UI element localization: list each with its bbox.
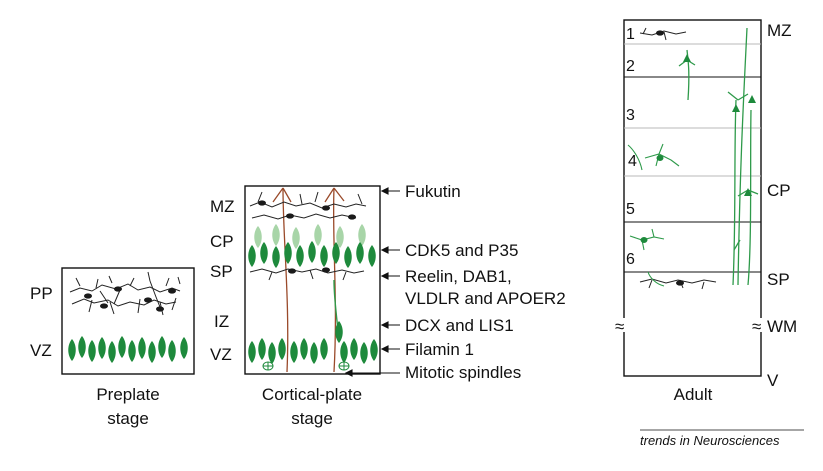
adult-interneuron-somata [640, 155, 664, 243]
marker-dcx: DCX and LIS1 [405, 316, 514, 335]
radial-glia-fibers [272, 187, 345, 373]
adult-label-wm: WM [767, 317, 797, 336]
adult-sp-green-fiber [647, 271, 665, 287]
cortical-layer-cp: CP [210, 232, 234, 251]
mitotic-spindles [262, 361, 350, 371]
marker-cdk5: CDK5 and P35 [405, 241, 518, 260]
adult-label-sp: SP [767, 270, 790, 289]
mz-cell-bodies [258, 200, 356, 220]
adult-frame [623, 19, 762, 377]
cortical-caption-line1: Cortical-plate [262, 385, 362, 404]
adult-label-v: V [767, 371, 779, 390]
cortical-layer-mz: MZ [210, 197, 235, 216]
adult-layer-lines [624, 43, 761, 177]
cortical-vz-cells [248, 338, 378, 364]
sp-cell-bodies [288, 267, 330, 274]
adult-panel: 1 2 3 4 5 6 MZ CP SP WM V ≈ ≈ Adult [615, 19, 797, 404]
adult-layer-5: 5 [626, 201, 635, 218]
adult-label-cp: CP [767, 181, 791, 200]
wm-break-left: ≈ [615, 317, 624, 336]
adult-layer-4: 4 [628, 153, 637, 170]
marker-mitotic: Mitotic spindles [405, 363, 521, 382]
adult-pyramidal-somata [683, 54, 756, 196]
preplate-caption-line1: Preplate [96, 385, 159, 404]
preplate-caption-line2: stage [107, 409, 149, 428]
preplate-cell-bodies [84, 286, 176, 312]
marker-fukutin: Fukutin [405, 182, 461, 201]
adult-sp-soma [676, 280, 684, 286]
wm-break-right: ≈ [752, 317, 761, 336]
iz-migrating-neuron [333, 279, 343, 343]
preplate-frame [61, 267, 195, 375]
preplate-layer-pp: PP [30, 284, 53, 303]
wm-break [618, 318, 768, 332]
adult-label-mz: MZ [767, 21, 792, 40]
cortical-layer-vz: VZ [210, 345, 232, 364]
preplate-vz-cells [68, 336, 188, 363]
sp-axons [249, 268, 365, 281]
preplate-layer-vz: VZ [30, 341, 52, 360]
adult-layer-2: 2 [626, 58, 635, 75]
cp-dark-cells [248, 241, 376, 268]
marker-filamin: Filamin 1 [405, 340, 474, 359]
cortical-layer-iz: IZ [214, 312, 229, 331]
adult-layer-3: 3 [626, 107, 635, 124]
adult-pyramidal-neurons [678, 27, 759, 286]
marker-reelin-line1: Reelin, DAB1, [405, 267, 512, 286]
cortical-frame [244, 185, 381, 375]
cortical-caption-line2: stage [291, 409, 333, 428]
adult-mz-axon [639, 27, 687, 41]
cortical-layer-sp: SP [210, 262, 233, 281]
journal-credit: trends in Neurosciences [640, 433, 780, 448]
adult-caption: Adult [674, 385, 713, 404]
marker-arrows [344, 187, 400, 377]
cortical-plate-panel: MZ CP SP IZ VZ Fukutin CDK5 and P35 Reel… [210, 182, 566, 428]
preplate-panel: PP VZ Preplate stage [30, 267, 195, 428]
mz-axons [249, 191, 367, 220]
adult-mz-soma [656, 30, 664, 36]
preplate-neurons [69, 271, 181, 316]
adult-layer-1: 1 [626, 26, 635, 43]
adult-layer-6: 6 [626, 251, 635, 268]
adult-interneurons [627, 143, 680, 251]
marker-reelin-line2: VLDLR and APOER2 [405, 289, 566, 308]
